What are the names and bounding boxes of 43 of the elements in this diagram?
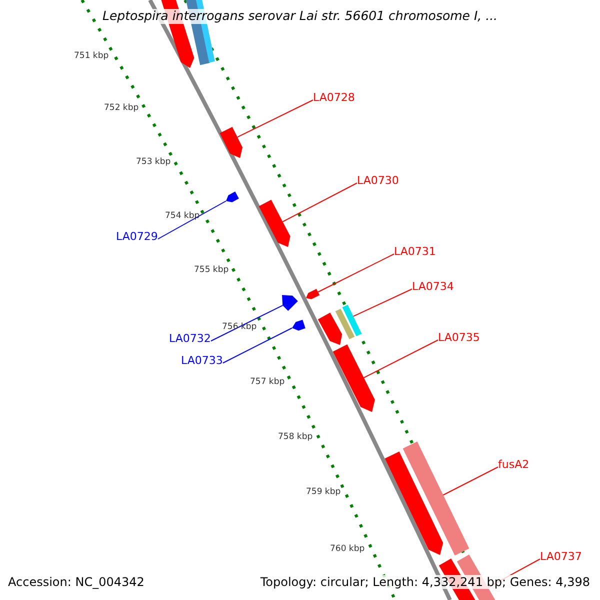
- tick-label: 754 kbp: [165, 212, 200, 220]
- tick-label: 753 kbp: [136, 158, 171, 166]
- leader-line: [318, 254, 394, 292]
- gene-block: [384, 452, 444, 555]
- gene-label: fusA2: [498, 459, 530, 470]
- gene-label: LA0734: [412, 281, 454, 292]
- tick-label: 751 kbp: [74, 52, 109, 60]
- gene-block: [306, 288, 320, 300]
- gene-label: LA0733: [181, 355, 223, 366]
- gene-label: LA0735: [438, 332, 480, 343]
- accession-text: Accession: NC_004342: [6, 575, 146, 589]
- gene-block: [402, 442, 470, 556]
- gene-block: [258, 200, 290, 247]
- gene-block: [342, 304, 362, 336]
- leader-line: [210, 304, 284, 342]
- gene-label: LA0730: [357, 175, 399, 186]
- tick-label: 758 kbp: [278, 433, 313, 442]
- tick-label: 759 kbp: [306, 488, 341, 496]
- gene-block: [226, 192, 239, 202]
- leader-line: [363, 340, 438, 378]
- tick-label: 752 kbp: [104, 104, 139, 112]
- gene-label: LA0728: [313, 92, 355, 103]
- gene-block: [292, 320, 306, 331]
- leader-line: [157, 200, 226, 240]
- gene-block: [318, 312, 342, 345]
- leader-line: [222, 328, 292, 364]
- gene-block: [332, 344, 375, 412]
- tick-label: 756 kbp: [222, 323, 257, 332]
- gene-label: LA0737: [540, 551, 582, 562]
- gene-block: [282, 295, 298, 311]
- leader-line: [236, 100, 314, 138]
- tick-label: 755 kbp: [194, 266, 229, 274]
- tick-label: 757 kbp: [250, 378, 285, 386]
- gene-label: LA0731: [394, 246, 436, 257]
- tick-label: 760 kbp: [330, 545, 365, 554]
- gene-label: LA0729: [116, 231, 158, 242]
- gene-block: [335, 308, 355, 340]
- leader-line: [442, 466, 498, 496]
- gene-label: LA0732: [169, 333, 211, 344]
- gene-block: [220, 126, 242, 158]
- leader-line: [282, 182, 358, 222]
- leader-line: [352, 288, 412, 317]
- genome-info-text: Topology: circular; Length: 4,332,241 bp; Genes: 4,398: [258, 575, 592, 589]
